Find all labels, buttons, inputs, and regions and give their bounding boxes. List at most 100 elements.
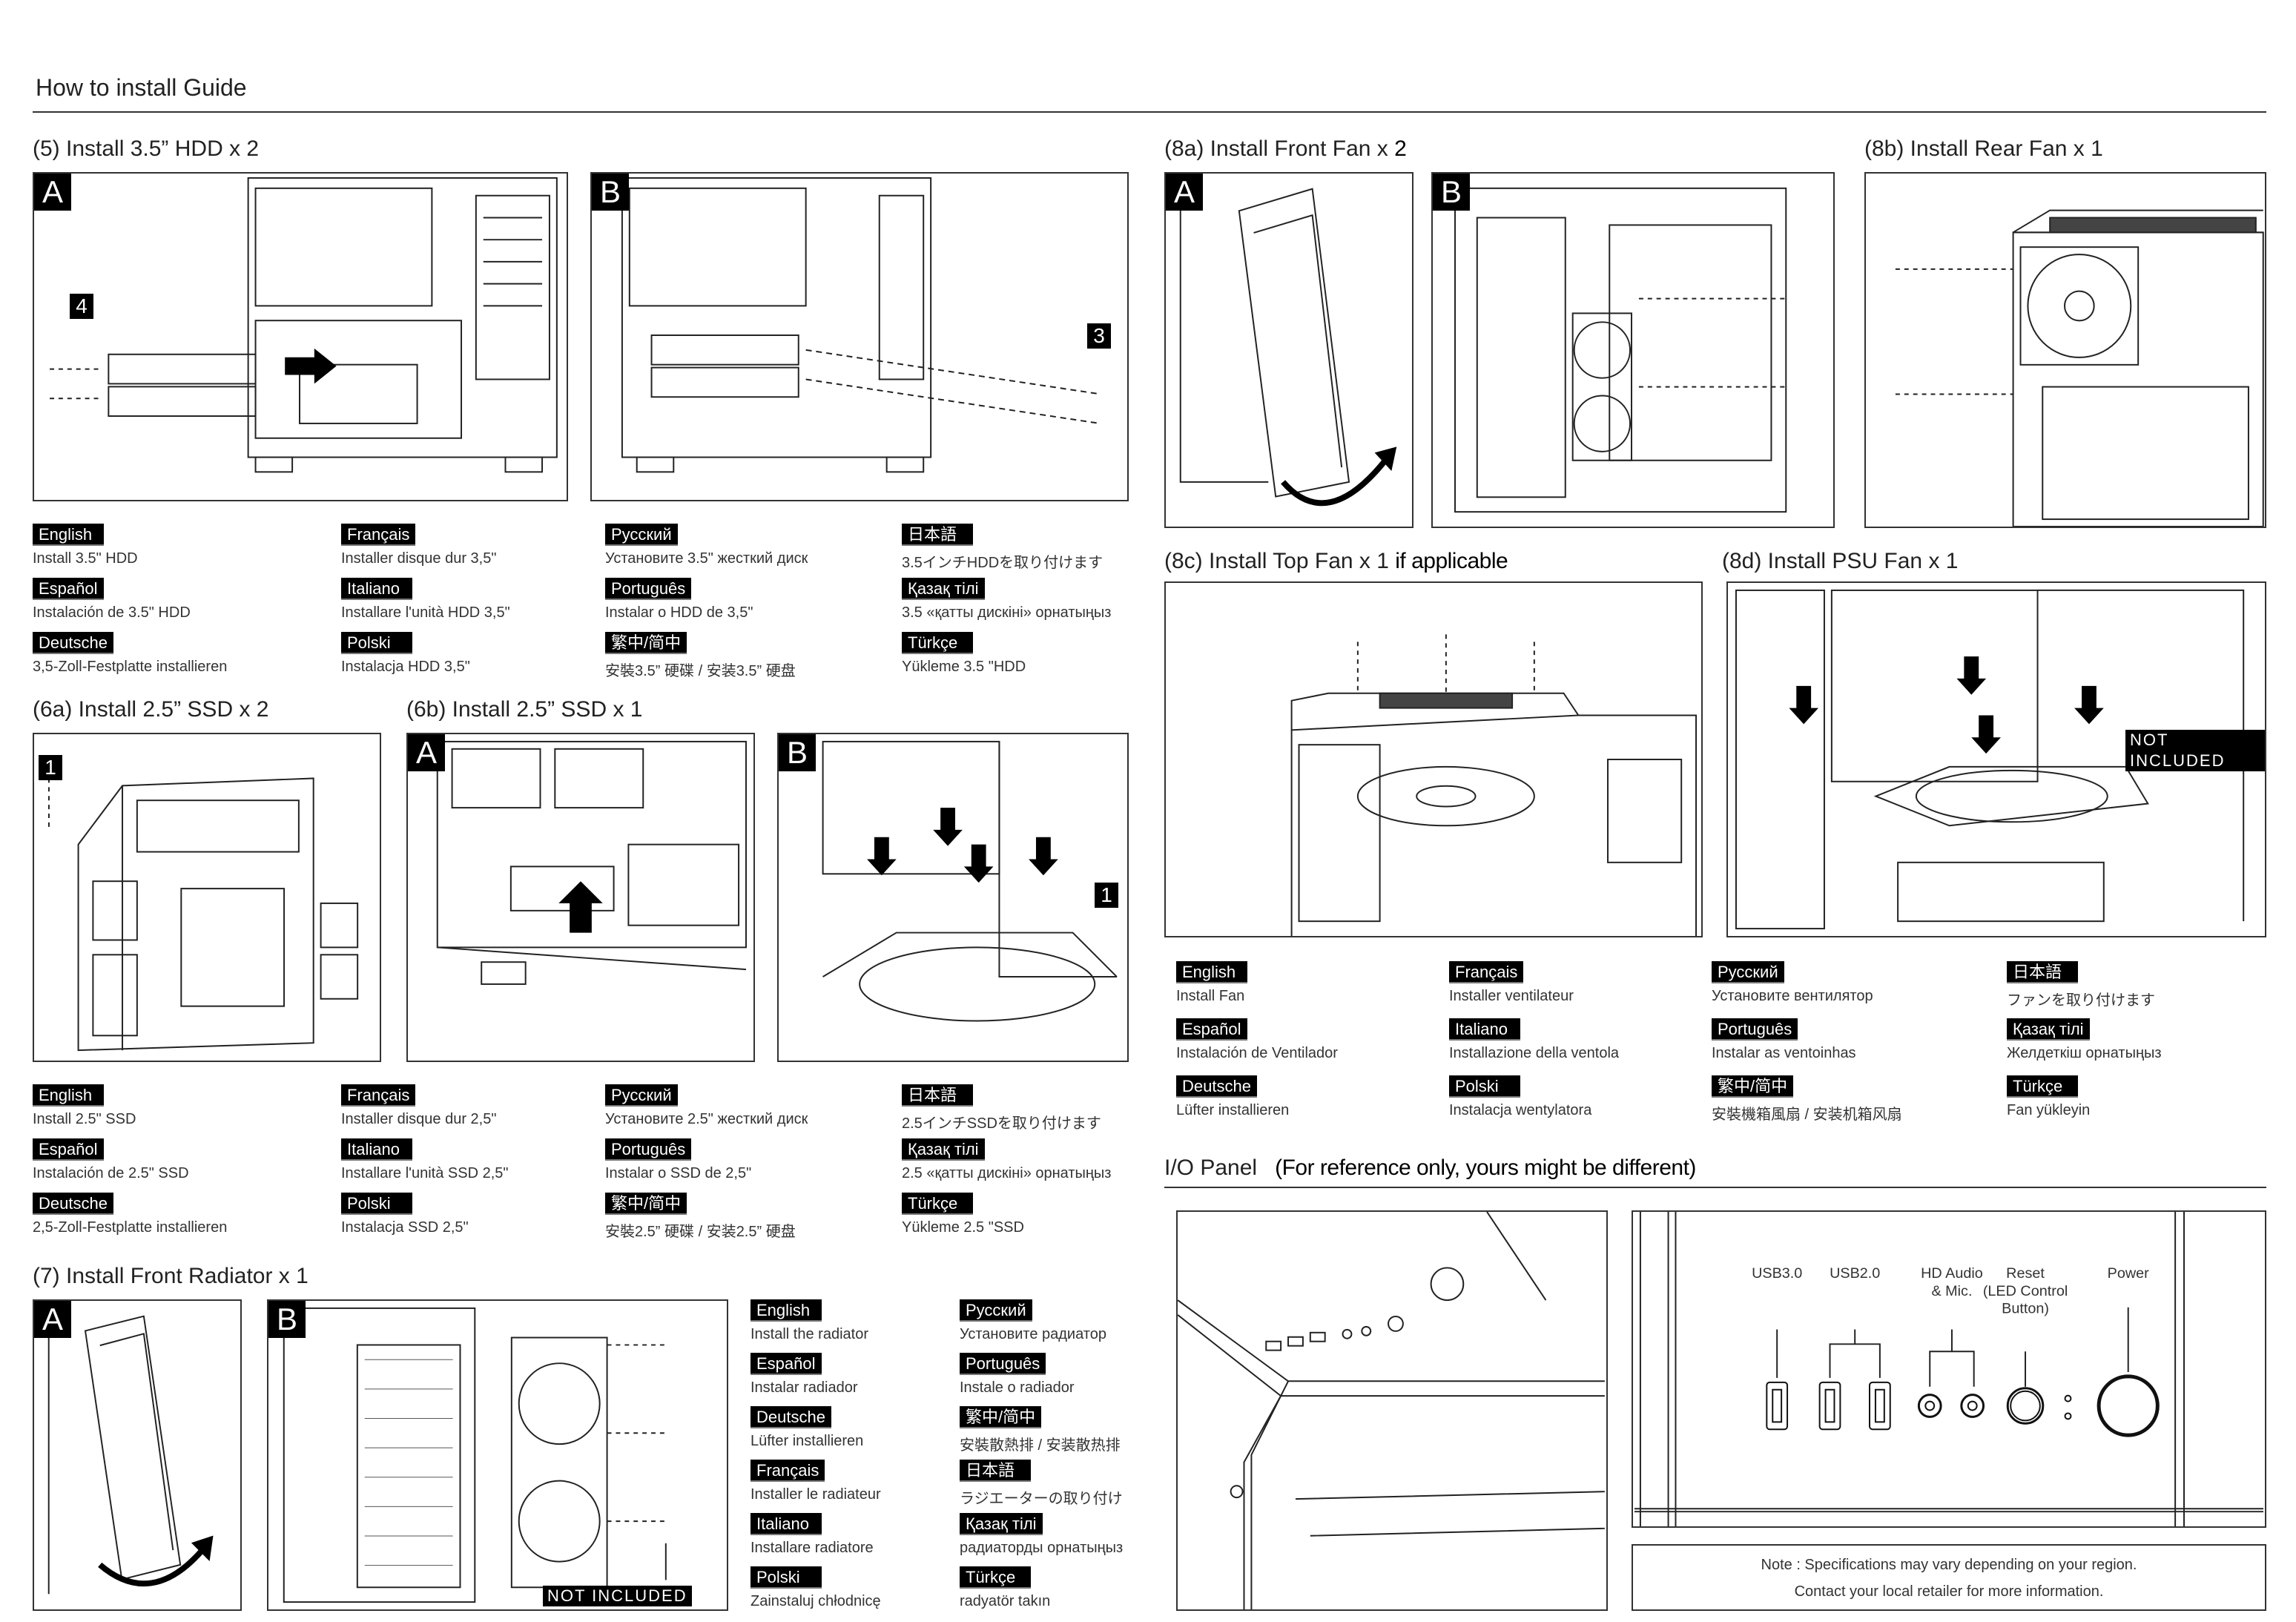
top-fan-illustration xyxy=(1164,581,1703,937)
audio-label-line2: & Mic. xyxy=(1931,1283,1972,1299)
language-label: 繁中/简中 xyxy=(1712,1075,1794,1098)
front-fan-step-b-illustration: B xyxy=(1431,172,1835,528)
io-panel-overview-illustration xyxy=(1176,1210,1608,1611)
instruction-text: 2.5 «қатты дискіні» орнатыңыз xyxy=(902,1165,1112,1181)
language-label: Русский xyxy=(960,1299,1032,1322)
usb2-port-icon xyxy=(1869,1381,1891,1431)
instruction-text: Instalacja wentylatora xyxy=(1449,1102,1592,1118)
language-label: Français xyxy=(1449,961,1524,983)
led-icon xyxy=(2064,1394,2072,1402)
rear-fan-drawing xyxy=(1895,209,2264,527)
panel-label-b: B xyxy=(268,1301,306,1338)
reset-label: Reset xyxy=(2006,1265,2045,1282)
language-label: Português xyxy=(605,1138,692,1161)
language-label: Türkçe xyxy=(902,632,973,654)
language-label: Русский xyxy=(605,1084,678,1107)
language-label: Italiano xyxy=(751,1513,822,1535)
language-label: Español xyxy=(33,578,104,600)
case-top-drawing xyxy=(1178,1212,1605,1609)
panel-label-a: A xyxy=(34,174,71,211)
language-label: Deutsche xyxy=(751,1406,831,1428)
not-included-label: NOT INCLUDED xyxy=(2125,730,2265,771)
language-label: English xyxy=(1176,961,1247,983)
instruction-text: Instalar radiador xyxy=(751,1379,858,1396)
language-label: Português xyxy=(605,578,692,600)
screw-count-badge: 3 xyxy=(1087,323,1111,349)
instruction-text: Instalacja SSD 2,5" xyxy=(341,1219,469,1236)
language-label: English xyxy=(33,1084,104,1107)
ssd-6b-step-b-illustration: B 1 xyxy=(777,733,1129,1062)
instruction-text: Установите 2.5" жесткий диск xyxy=(605,1111,808,1127)
section-title-front-fan: (8a) Install Front Fan x 2 xyxy=(1164,136,1407,162)
arrow-down-icons xyxy=(1789,656,2104,754)
language-label: Español xyxy=(1176,1018,1247,1041)
panel-label-b: B xyxy=(1433,174,1470,211)
note-line-2: Contact your local retailer for more inf… xyxy=(1794,1583,2104,1600)
instruction-text: Instalación de 2.5" SSD xyxy=(33,1165,189,1181)
instruction-text: Желдеткіш орнатыңыз xyxy=(2007,1045,2162,1061)
ssd-6b-step-a-illustration: A xyxy=(406,733,755,1062)
language-label: 日本語 xyxy=(2007,961,2078,983)
instruction-text: 3.5 «қатты дискіні» орнатыңыз xyxy=(902,604,1112,621)
language-label: Polski xyxy=(341,632,412,654)
instruction-text: Lüfter installieren xyxy=(751,1433,864,1449)
language-label: Polski xyxy=(751,1566,822,1589)
instruction-text: 安裝機箱風扇 / 安装机箱风扇 xyxy=(1712,1107,1902,1123)
instruction-text: 安裝3.5” 硬碟 / 安装3.5” 硬盘 xyxy=(605,663,796,679)
title-text: (8c) Install Top Fan x 1 xyxy=(1164,549,1396,573)
screw-count-badge: 1 xyxy=(39,755,62,780)
instruction-text: Zainstaluj chłodnicę xyxy=(751,1593,881,1609)
language-label: Türkçe xyxy=(960,1566,1031,1589)
language-label: 日本語 xyxy=(902,1084,973,1107)
panel-label-a: A xyxy=(34,1301,71,1338)
language-label: Türkçe xyxy=(2007,1075,2078,1098)
hdd-step-b-illustration: B 3 xyxy=(590,172,1129,501)
title-divider xyxy=(33,111,2266,113)
title-text: (8a) Install Front Fan x xyxy=(1164,136,1395,161)
language-label: Қазақ тілі xyxy=(902,578,985,600)
instruction-text: 安裝散熱排 / 安装散热排 xyxy=(960,1437,1121,1454)
not-included-label: NOT INCLUDED xyxy=(543,1586,692,1606)
title-emphasis: (For reference only, yours might be diff… xyxy=(1275,1155,1696,1180)
language-label: Deutsche xyxy=(33,1193,113,1215)
instruction-text: Installer ventilateur xyxy=(1449,988,1574,1004)
language-label: Deutsche xyxy=(1176,1075,1257,1098)
language-label: Қазақ тілі xyxy=(2007,1018,2090,1041)
language-label: Español xyxy=(751,1353,822,1375)
ssd-bay-drawing xyxy=(436,740,747,985)
language-label: Polski xyxy=(1449,1075,1520,1098)
case-hdd-drawing xyxy=(50,177,558,473)
instruction-text: Lüfter installieren xyxy=(1176,1102,1290,1118)
language-label: Deutsche xyxy=(33,632,113,654)
ssd-screws-drawing xyxy=(822,740,1118,1022)
instruction-text: Установите радиатор xyxy=(960,1326,1106,1342)
instruction-text: Instalación de Ventilador xyxy=(1176,1045,1338,1061)
language-label: Türkçe xyxy=(902,1193,973,1215)
usb3-port-icon xyxy=(1766,1381,1789,1431)
section-title-rear-fan: (8b) Install Rear Fan x 1 xyxy=(1864,136,2103,161)
io-divider xyxy=(1164,1187,2266,1188)
rear-fan-illustration xyxy=(1864,172,2266,528)
panel-label-b: B xyxy=(779,734,816,771)
front-fan-step-a-illustration: A xyxy=(1164,172,1413,528)
case-ssd-drawing xyxy=(47,777,359,1052)
section-title-ssd-x1: (6b) Install 2.5” SSD x 1 xyxy=(406,697,643,722)
instruction-text: Установите 3.5" жесткий диск xyxy=(605,550,808,567)
panel-label-a: A xyxy=(1166,174,1203,211)
instruction-text: Instalar o SSD de 2,5" xyxy=(605,1165,752,1181)
language-label: Français xyxy=(341,524,416,546)
section-title-psu-fan: (8d) Install PSU Fan x 1 xyxy=(1722,549,1959,573)
title-emphasis: 2 xyxy=(1394,136,1407,161)
language-label: Italiano xyxy=(341,1138,412,1161)
radiator-step-a-illustration: A xyxy=(33,1299,242,1611)
reset-button-icon xyxy=(2006,1387,2045,1425)
io-ports-drawing: USB3.0 USB2.0 HD Audio & Mic. Reset (LED… xyxy=(1634,1212,2263,1526)
front-fans-drawing xyxy=(1454,187,1787,513)
instruction-text: Installer disque dur 3,5" xyxy=(341,550,497,567)
title-text: I/O Panel xyxy=(1164,1155,1258,1180)
panel-label-b: B xyxy=(592,174,629,211)
section-title-hdd: (5) Install 3.5” HDD x 2 xyxy=(33,136,260,161)
language-label: Português xyxy=(1712,1018,1798,1041)
usb2-label: USB2.0 xyxy=(1830,1265,1880,1282)
instruction-text: Fan yükleyin xyxy=(2007,1102,2091,1118)
